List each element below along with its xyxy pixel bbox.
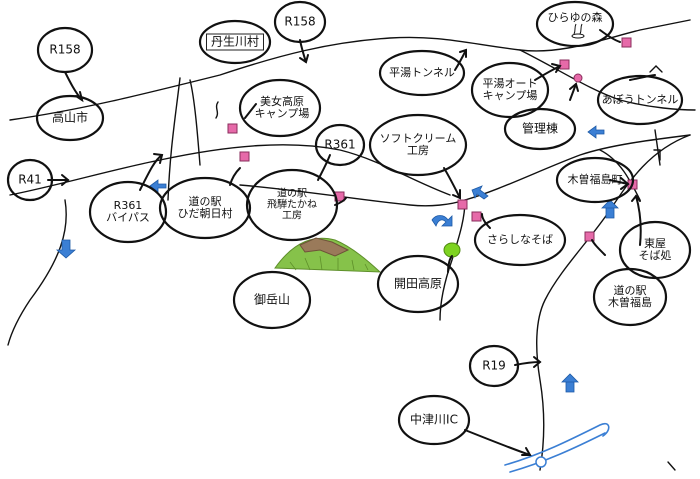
bubble-ontake: [232, 270, 312, 330]
marker-mizubasho-camp: [227, 123, 238, 134]
road-hirayu-east: [519, 49, 696, 111]
blue-arrow-up-left-icon: [471, 185, 489, 200]
blue-arrow-down-icon: [55, 239, 77, 259]
ic-junction-icon: [535, 456, 547, 468]
direction-arrows: [55, 125, 619, 393]
bubble-takayama: [35, 94, 105, 142]
bubble-michinoeki-kiso: [592, 267, 668, 327]
marker-higashiya: [584, 231, 595, 242]
bubble-nyukawa: [198, 19, 272, 65]
blue-arrow-up-r19-icon: [601, 199, 619, 219]
marker-softcream: [457, 199, 468, 210]
marker-sarashina: [471, 211, 482, 222]
bubble-r158-left: [36, 26, 94, 74]
bubble-mizubasho-camp: [238, 78, 322, 138]
hotspring-icon: [571, 23, 585, 39]
road-r158-west: [9, 19, 691, 121]
blue-arrow-up-south-icon: [561, 373, 579, 393]
road-east-spur: [654, 129, 661, 166]
location-markers: [227, 37, 638, 242]
label-bubbles: [6, 0, 692, 446]
blue-arrow-left-east-icon: [587, 125, 605, 139]
bubble-hirayu-camp: [470, 61, 550, 119]
park-icon: [443, 242, 461, 258]
road-r41: [9, 144, 451, 196]
bubble-kisofukushima: [555, 156, 635, 204]
road-r361-bypass: [7, 199, 67, 346]
road-r19: [536, 134, 691, 471]
bubble-sarashina: [473, 213, 567, 267]
bubble-hiraatunnel: [378, 49, 466, 97]
bubble-r361-bypass: [88, 180, 168, 244]
bubble-nakatsugawa: [397, 394, 471, 446]
road-kaida: [464, 134, 691, 201]
road-kisofukushima: [599, 149, 641, 201]
river: [504, 422, 610, 473]
bubble-hirayu-forest: [535, 0, 615, 48]
bubble-r158-top: [273, 0, 327, 44]
mountain-icon: [274, 237, 382, 273]
bubble-michinoeki-hida: [158, 176, 252, 240]
road-local-2: [189, 79, 201, 166]
bubble-michinoeki-takane: [245, 168, 339, 242]
bubble-r19: [468, 344, 520, 388]
bubble-softcream: [368, 113, 468, 177]
bubble-r361: [314, 123, 366, 167]
road-kaida-south: [439, 199, 466, 321]
road-local-1: [167, 77, 181, 201]
marker-hirayu-forest: [621, 37, 632, 48]
blue-arrow-curve-icon: [431, 215, 453, 227]
marker-hirayu-camp: [559, 59, 570, 70]
marker-kanritou: [573, 73, 583, 83]
marker-hida-asahi: [239, 151, 250, 162]
bubble-kanritou: [503, 107, 577, 151]
bubble-abotunnel: [596, 74, 684, 126]
road-ticks: [215, 65, 676, 471]
bubble-r41: [6, 158, 54, 202]
bubble-kaidakogen: [376, 254, 460, 314]
road-r361-main: [239, 184, 466, 207]
